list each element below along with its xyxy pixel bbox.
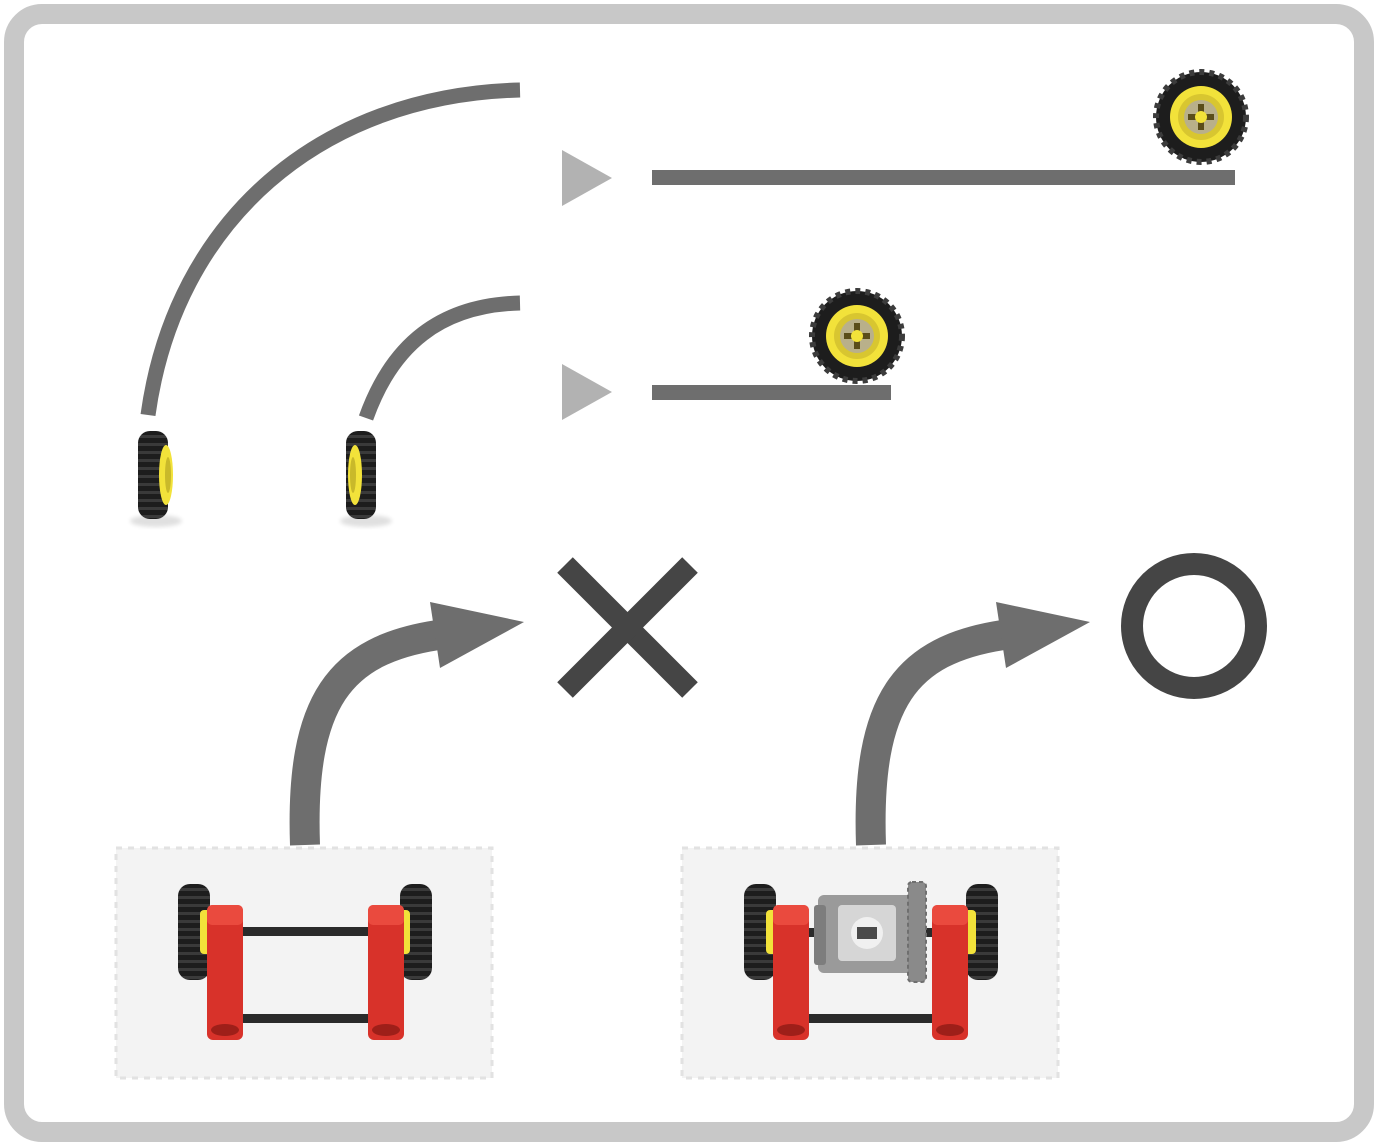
curved-arrow-head	[996, 602, 1090, 668]
wheel-icon	[809, 288, 905, 384]
outer-wheel-arc	[140, 82, 521, 417]
curved-arrow-icon	[289, 620, 441, 846]
curved-arrow-head	[430, 602, 524, 668]
inner-wheel-arc	[358, 295, 521, 421]
differential-cart-photo	[680, 846, 1060, 1080]
wheel-icon	[1153, 69, 1249, 165]
wheel-icon	[340, 431, 392, 527]
curved-arrow-icon	[855, 620, 1006, 846]
fixed-axle-cart-photo	[114, 846, 494, 1080]
triangle-play-icon	[562, 364, 612, 420]
triangle-play-icon	[562, 150, 612, 206]
inner-distance-line	[652, 385, 891, 400]
outer-distance-line	[652, 170, 1235, 185]
wheel-icon	[130, 431, 182, 527]
circle-mark-icon	[1121, 553, 1267, 699]
cross-mark-icon	[557, 557, 698, 698]
